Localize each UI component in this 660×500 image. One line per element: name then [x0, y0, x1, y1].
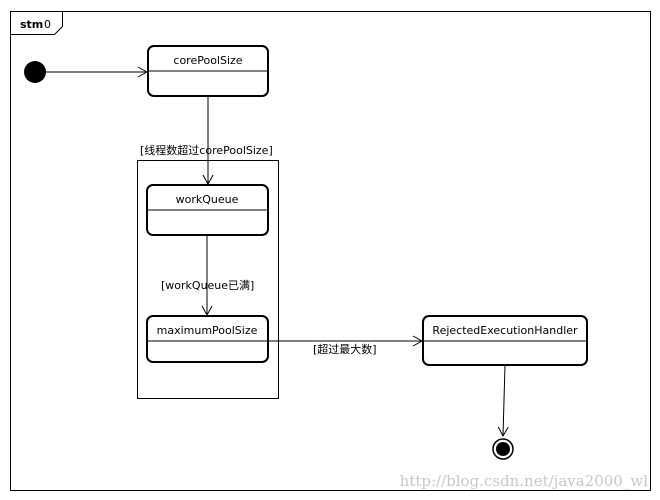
state-core-pool-size-label: corePoolSize	[173, 54, 242, 67]
transition-rejected-to-final[interactable]	[497, 364, 509, 438]
state-maximum-pool-size[interactable]: maximumPoolSize	[146, 315, 269, 363]
frame-name-label: 0	[44, 18, 51, 31]
state-work-queue-label: workQueue	[176, 193, 239, 206]
frame-tag	[10, 11, 63, 35]
state-maximum-pool-size-label: maximumPoolSize	[157, 324, 258, 337]
state-rejected-execution-handler[interactable]: RejectedExecutionHandler	[422, 315, 588, 366]
state-rejected-execution-handler-label: RejectedExecutionHandler	[432, 324, 578, 337]
guard-exceed-core-label: [线程数超过corePoolSize]	[140, 143, 273, 157]
guard-queue-full-label: [workQueue已满]	[161, 279, 254, 292]
final-state-node[interactable]	[492, 438, 514, 460]
watermark-text: http://blog.csdn.net/java2000_wl	[400, 472, 649, 490]
diagram-frame	[10, 11, 651, 491]
frame-kind-label: stm	[20, 18, 43, 31]
state-core-pool-size[interactable]: corePoolSize	[147, 45, 269, 97]
state-work-queue[interactable]: workQueue	[146, 184, 269, 236]
guard-exceed-max-label: [超过最大数]	[313, 342, 377, 356]
initial-state-node[interactable]	[24, 61, 46, 83]
